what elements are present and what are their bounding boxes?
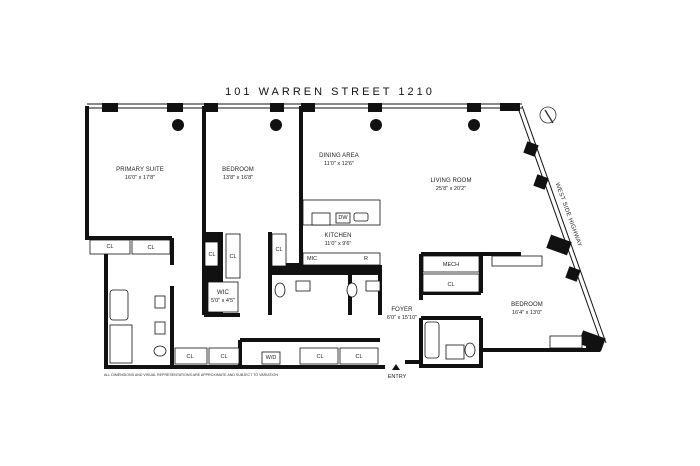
room-foyer: FOYER 6'0" x 15'10" (387, 306, 417, 322)
entry-label: ENTRY (387, 374, 407, 380)
room-dims: 11'0" x 9'6" (324, 241, 352, 247)
closet-label: CL (220, 354, 228, 360)
room-dims: 13'8" x 16'8" (222, 175, 254, 181)
room-kitchen: KITCHEN 11'0" x 9'6" (324, 232, 351, 248)
outer-wall (405, 348, 600, 368)
room-name: PRIMARY SUITE (116, 167, 164, 173)
room-dims: 6'0" x 15'10" (386, 315, 418, 321)
room-bedroom: BEDROOM 13'8" x 16'8" (222, 166, 254, 182)
washer-dryer-label: W/D (265, 355, 277, 361)
room-dims: 11'0" x 12'6" (324, 161, 354, 167)
room-name: FOYER (391, 307, 413, 313)
room-dims: 16'4" x 13'0" (511, 310, 543, 316)
room-wic: WIC 5'0" x 4'5" (211, 289, 235, 305)
room-name: DINING AREA (319, 153, 359, 159)
fridge-label: R (364, 256, 368, 262)
room-primary-suite: PRIMARY SUITE 16'0" x 17'8" (116, 166, 164, 182)
closet-label: CL (106, 244, 114, 250)
closet-label: CL (229, 254, 237, 260)
room-name: KITCHEN (324, 233, 352, 239)
room-dims: 25'8" x 20'2" (435, 186, 467, 192)
closet-label: CL (147, 245, 155, 251)
room-name: BEDROOM (511, 302, 543, 308)
room-living-room: LIVING ROOM 25'8" x 20'2" (430, 177, 471, 193)
room-name: LIVING ROOM (430, 178, 472, 184)
compass-icon (539, 106, 557, 124)
dishwasher-label: DW (338, 215, 348, 221)
room-dims: 5'0" x 4'5" (210, 298, 236, 304)
room-name: BEDROOM (222, 167, 254, 173)
microwave-label: MIC (306, 256, 318, 262)
room-dining-area: DINING AREA 11'0" x 12'6" (319, 152, 359, 168)
plan-title: 101 WARREN STREET 1210 (225, 86, 435, 98)
closet-label: CL (447, 282, 455, 288)
mech-label: MECH (442, 262, 460, 268)
room-name: WIC (217, 290, 229, 296)
disclaimer: ALL DIMENSIONS AND VISUAL REPRESENTATION… (104, 373, 278, 377)
room-dims: 16'0" x 17'8" (124, 175, 156, 181)
closet-label: CL (275, 247, 283, 253)
closet-label: CL (208, 252, 216, 258)
closet-label: CL (186, 354, 194, 360)
room-bedroom-2: BEDROOM 16'4" x 13'0" (511, 301, 543, 317)
closet-label: CL (316, 354, 324, 360)
entry-arrow-icon (392, 364, 400, 370)
closet-label: CL (355, 354, 363, 360)
